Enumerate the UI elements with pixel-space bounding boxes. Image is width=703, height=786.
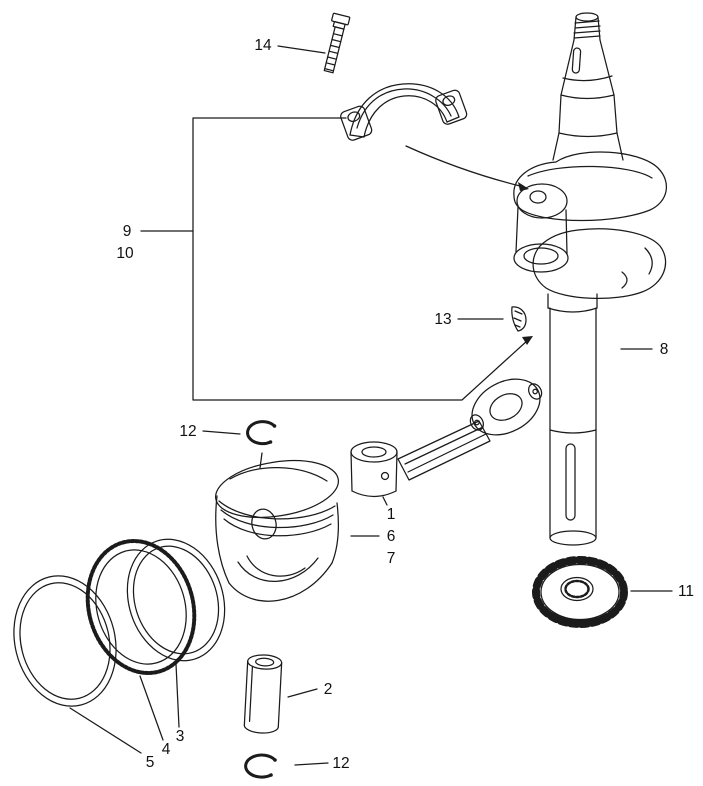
callout-3: 3: [176, 728, 185, 745]
callout-14: 14: [254, 37, 272, 54]
callout-7: 7: [387, 550, 396, 567]
callout-8: 8: [660, 341, 669, 358]
callout-12-top: 12: [179, 423, 196, 440]
callout-1: 1: [387, 506, 396, 523]
piston-ring-oil-drawing: [85, 539, 197, 675]
callout-12-bottom: 12: [332, 755, 349, 772]
woodruff-key-drawing: [511, 306, 527, 332]
piston-drawing: [214, 459, 340, 602]
diagram-line-art: [13, 12, 673, 779]
callout-13: 13: [434, 311, 451, 328]
callout-4: 4: [162, 741, 171, 758]
wrist-pin-drawing: [243, 654, 283, 734]
timing-gear-drawing: [532, 556, 628, 628]
piston-ring-top-drawing: [126, 538, 226, 662]
crankshaft-drawing: [513, 12, 667, 546]
leader-lines: [69, 45, 673, 766]
callout-11: 11: [678, 583, 694, 600]
retaining-ring-top-drawing: [246, 420, 277, 469]
rod-bolt-drawing: [323, 12, 351, 74]
rod-cap-drawing: [340, 83, 468, 141]
callouts: 14 9 10 13 8 12 1 6 7 2 12 11 3 4 5: [116, 37, 694, 772]
callout-6: 6: [387, 528, 396, 545]
connecting-rod-drawing: [350, 378, 543, 498]
retaining-ring-bottom-drawing: [244, 753, 277, 779]
callout-5: 5: [146, 754, 155, 771]
callout-2: 2: [324, 681, 333, 698]
callout-10: 10: [116, 245, 134, 262]
callout-9: 9: [123, 223, 132, 240]
piston-ring-bottom-drawing: [13, 575, 117, 707]
